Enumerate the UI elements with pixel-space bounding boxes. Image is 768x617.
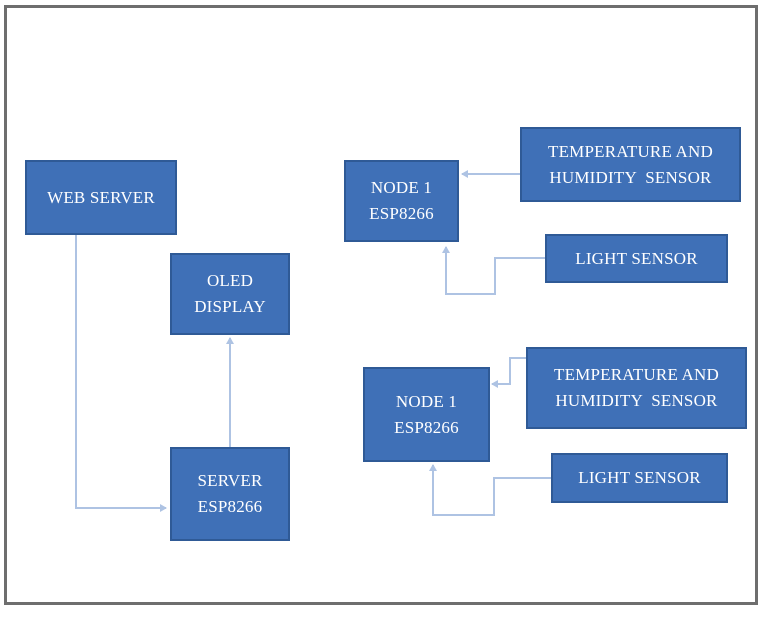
temp-humidity-top-label-line2: HUMIDITY SENSOR (549, 167, 712, 187)
temp-humidity-sensor-bottom-block: TEMPERATURE AND HUMIDITY SENSOR (526, 347, 747, 429)
light-sensor-bottom-block: LIGHT SENSOR (551, 453, 728, 503)
connector-light-top-to-node-top (442, 246, 545, 295)
oled-display-label-line1: OLED (206, 271, 254, 290)
temp-humidity-bottom-label-line2: HUMIDITY SENSOR (555, 391, 718, 410)
temp-humidity-sensor-top-block: TEMPERATURE AND HUMIDITY SENSOR (520, 127, 741, 202)
light-sensor-top-block: LIGHT SENSOR (545, 234, 728, 283)
web-server-label: WEB SERVER (47, 187, 155, 207)
node-top-label-line1: NODE 1 (370, 178, 433, 197)
connector-webserver-to-server (75, 235, 167, 512)
server-esp8266-label-line1: SERVER (197, 471, 263, 490)
light-sensor-bottom-label: LIGHT SENSOR (578, 468, 701, 487)
temp-humidity-bottom-label-line1: TEMPERATURE AND (554, 365, 719, 384)
connector-light-bottom-to-node-bottom (429, 464, 551, 516)
connector-temp-bottom-to-node-bottom (491, 357, 526, 388)
oled-display-block: OLED DISPLAY (170, 253, 290, 335)
node-top-label-line2: ESP8266 (369, 204, 434, 223)
node-top-block: NODE 1 ESP8266 (344, 160, 459, 242)
diagram-frame (4, 5, 758, 605)
oled-display-label-line2: DISPLAY (194, 297, 266, 316)
light-sensor-top-label: LIGHT SENSOR (575, 248, 698, 268)
node-bottom-label-line1: NODE 1 (395, 391, 458, 411)
server-esp8266-block: SERVER ESP8266 (170, 447, 290, 541)
server-esp8266-label-line2: ESP8266 (197, 497, 263, 516)
temp-humidity-top-label-line1: TEMPERATURE AND (548, 141, 713, 161)
web-server-block: WEB SERVER (25, 160, 177, 235)
node-bottom-block: NODE 1 ESP8266 (363, 367, 490, 462)
node-bottom-label-line2: ESP8266 (394, 417, 459, 437)
